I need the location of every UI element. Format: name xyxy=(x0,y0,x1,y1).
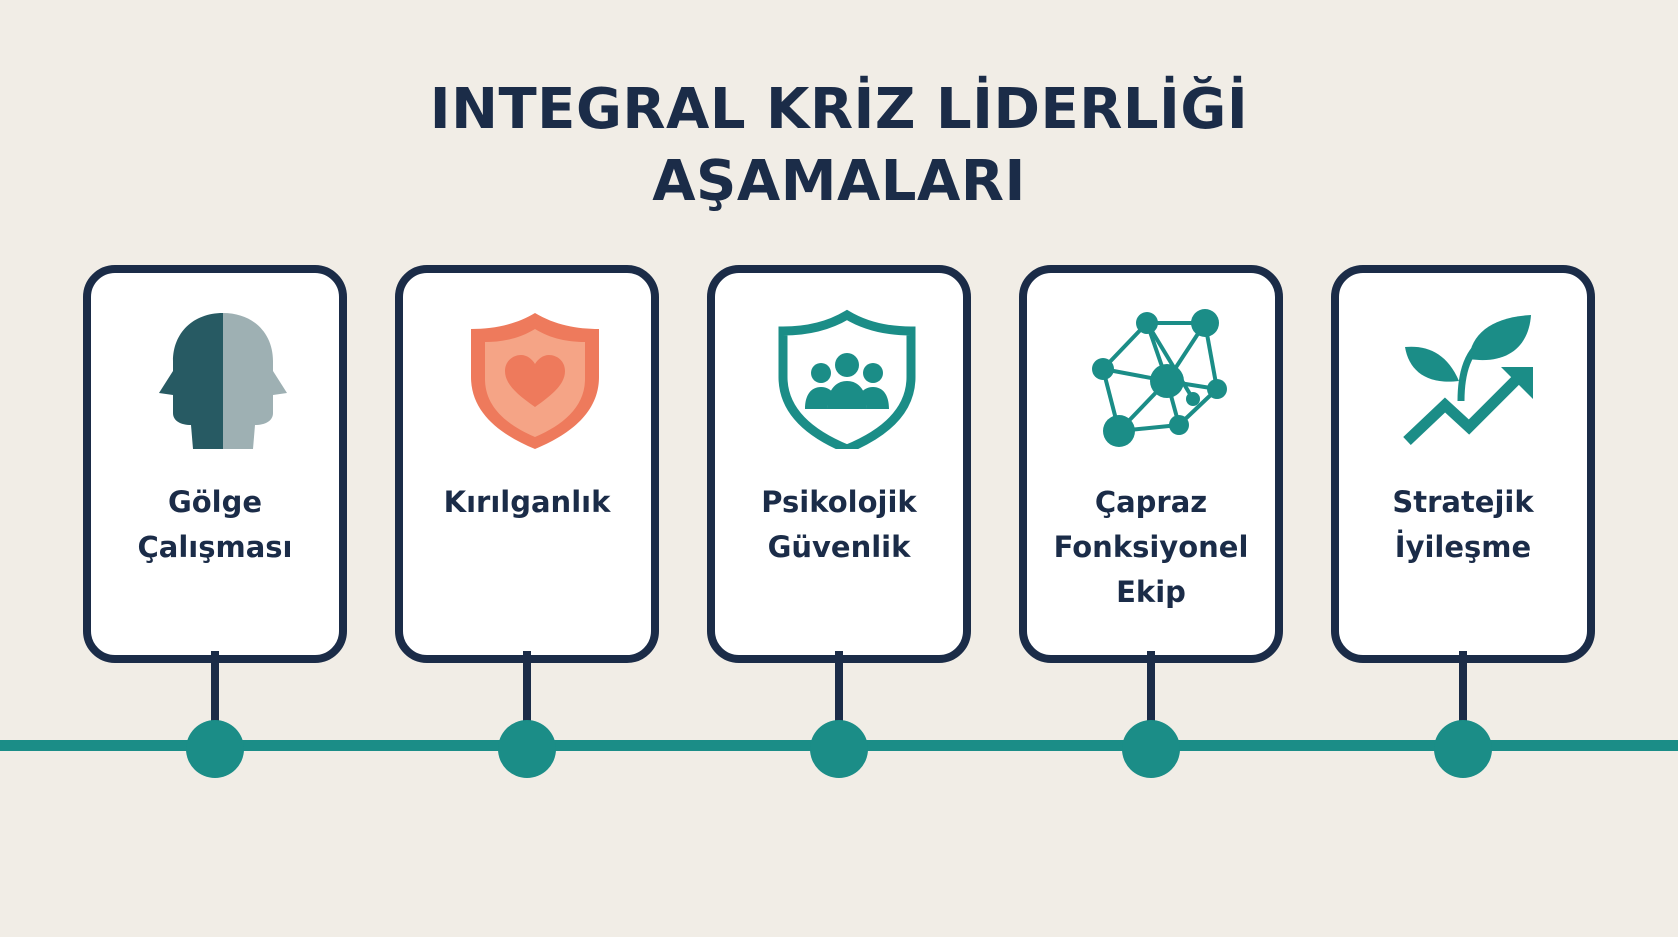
title-line-1: INTEGRAL KRİZ LİDERLİĞİ xyxy=(429,77,1249,142)
connector-stem xyxy=(1459,651,1467,745)
stage-card: Gölge Çalışması xyxy=(83,265,347,663)
sprout-growth-icon xyxy=(1403,315,1533,445)
team-shield-icon xyxy=(778,309,916,449)
head-profile-icon xyxy=(159,313,287,449)
connector-stem xyxy=(523,651,531,745)
page-title: INTEGRAL KRİZ LİDERLİĞİ AŞAMALARI xyxy=(0,74,1678,218)
stage-card: Çapraz Fonksiyonel Ekip xyxy=(1019,265,1283,663)
connector-stem xyxy=(835,651,843,745)
timeline-node xyxy=(498,720,556,778)
stage-stratejik-iyilesme: Stratejik İyileşme xyxy=(1331,265,1595,778)
stage-psikolojik-guvenlik: Psikolojik Güvenlik xyxy=(707,265,971,778)
stage-label: Psikolojik Güvenlik xyxy=(761,485,917,564)
connector-stem xyxy=(211,651,219,745)
stage-card: Stratejik İyileşme xyxy=(1331,265,1595,663)
timeline-node xyxy=(1434,720,1492,778)
stage-golge-calismasi: Gölge Çalışması xyxy=(83,265,347,778)
title-line-2: AŞAMALARI xyxy=(652,149,1026,214)
timeline-node xyxy=(810,720,868,778)
stage-card: Psikolojik Güvenlik xyxy=(707,265,971,663)
stage-label: Gölge Çalışması xyxy=(137,485,293,564)
stage-kirilganlik: Kırılganlık xyxy=(395,265,659,778)
stage-capraz-fonksiyonel-ekip: Çapraz Fonksiyonel Ekip xyxy=(1019,265,1283,778)
stage-label: Çapraz Fonksiyonel Ekip xyxy=(1053,485,1249,609)
stage-label: Kırılganlık xyxy=(443,485,611,519)
connector-stem xyxy=(1147,651,1155,745)
timeline-node xyxy=(186,720,244,778)
stage-label: Stratejik İyileşme xyxy=(1392,485,1534,564)
heart-shield-icon xyxy=(471,313,599,449)
stage-card: Kırılganlık xyxy=(395,265,659,663)
network-icon xyxy=(1092,309,1227,447)
timeline-node xyxy=(1122,720,1180,778)
